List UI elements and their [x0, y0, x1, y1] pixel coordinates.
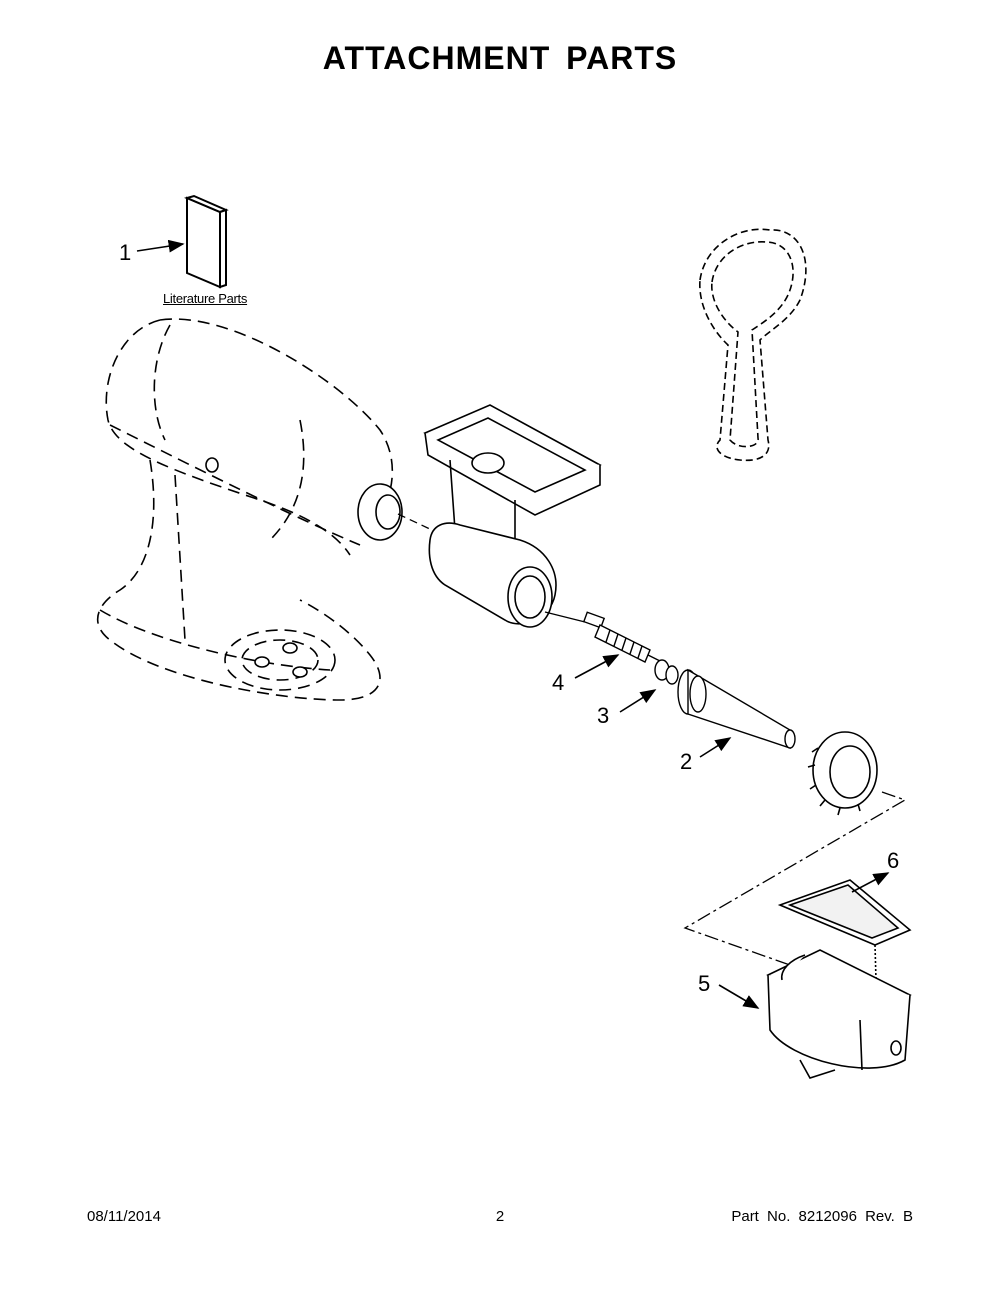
worm-screw	[544, 611, 663, 663]
callout-4: 4	[552, 670, 564, 695]
footer-date: 08/11/2014	[87, 1208, 161, 1225]
literature-booklet	[184, 194, 229, 289]
mixer-attachment-hub	[205, 457, 403, 678]
callout-2: 2	[680, 749, 692, 774]
footer-page-number: 2	[495, 1208, 505, 1225]
callout-6: 6	[887, 848, 899, 873]
callout-3: 3	[597, 703, 609, 728]
literature-parts-label: Literature Parts	[163, 291, 248, 306]
callout-1: 1	[119, 240, 131, 265]
ring-nut	[807, 731, 878, 816]
grinder-housing	[423, 404, 602, 628]
sausage-stuffer-tube	[654, 659, 796, 749]
assembly-line	[683, 791, 907, 989]
stand-mixer-outline	[96, 318, 394, 701]
callout-arrows	[136, 239, 890, 1009]
food-pusher-outline	[699, 228, 807, 462]
slicer-housing	[766, 949, 912, 1079]
callout-5: 5	[698, 971, 710, 996]
footer-part-number: Part No. 8212096 Rev. B	[731, 1208, 913, 1225]
callout-numbers: 1 2 3 4 5 6	[119, 240, 899, 996]
page-title: ATTACHMENT PARTS	[322, 40, 678, 76]
